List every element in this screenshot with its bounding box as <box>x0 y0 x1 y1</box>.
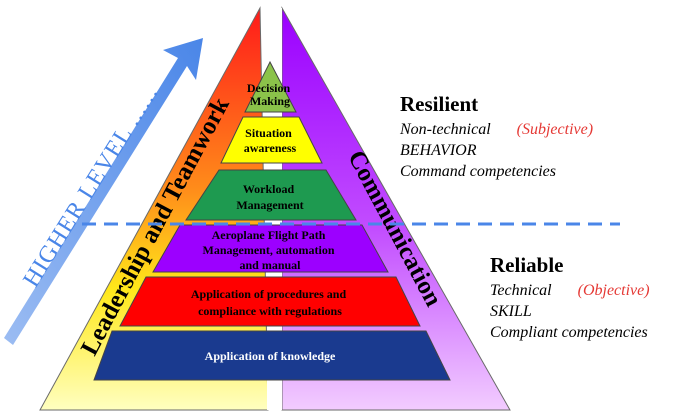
tier-label-application-knowledge: Application of knowledge <box>205 349 336 363</box>
higher-level-arrow-icon <box>4 38 203 345</box>
resilient-command-competencies: Command competencies <box>400 163 556 180</box>
resilient-behavior: BEHAVIOR <box>400 142 477 159</box>
resilient-nontechnical: Non-technical <box>400 121 491 138</box>
tier-label-procedures-compliance: Application of procedures and compliance… <box>191 287 349 318</box>
resilient-heading: Resilient <box>400 92 479 116</box>
reliable-legend: Reliable Technical (Objective) SKILL Comp… <box>490 253 650 343</box>
reliable-skill: SKILL <box>490 303 532 320</box>
tier-application-knowledge <box>93 330 451 381</box>
tier-label-flight-path-management: Aeroplane Flight Path Management, automa… <box>203 228 338 272</box>
tier-label-workload-management: Workload Management <box>236 182 303 212</box>
tier-flight-path-management <box>152 224 389 273</box>
resilient-legend: Resilient Non-technical (Subjective) BEHA… <box>400 92 593 182</box>
resilient-line-1: Non-technical (Subjective) <box>400 119 593 140</box>
tier-situation-awareness <box>220 116 323 164</box>
tier-workload-management <box>185 169 357 221</box>
reliable-compliant-competencies: Compliant competencies <box>490 324 648 341</box>
reliable-heading: Reliable <box>490 253 564 277</box>
reliable-technical: Technical <box>490 282 552 299</box>
tier-label-situation-awareness: Situation awareness <box>244 126 297 155</box>
subjective-tag: (Subjective) <box>516 121 594 138</box>
reliable-line-1: Technical (Objective) <box>490 280 650 301</box>
objective-tag: (Objective) <box>577 282 650 299</box>
tier-procedures-compliance <box>119 276 421 327</box>
tier-decision-making <box>244 60 297 113</box>
tier-label-decision-making: Decision Making <box>247 81 293 108</box>
